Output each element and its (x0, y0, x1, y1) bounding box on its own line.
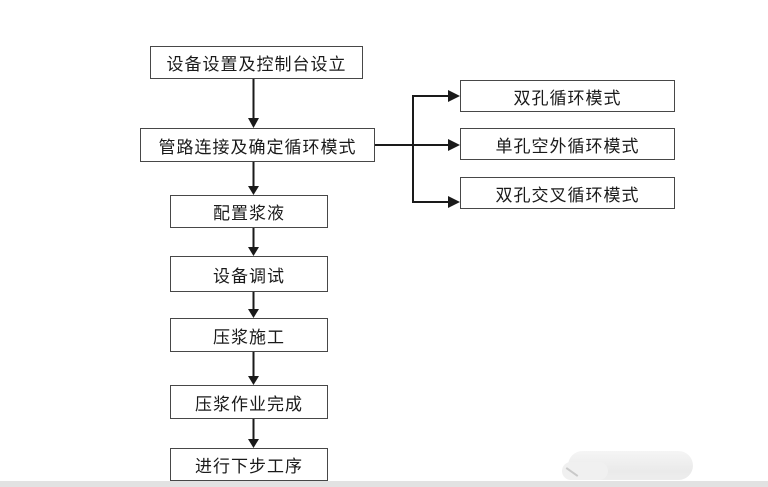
bottom-gray-band (0, 481, 768, 487)
flow-step-grouting-complete: 压浆作业完成 (170, 385, 328, 419)
mode-box-double-hole-circulation: 双孔循环模式 (460, 80, 675, 112)
arrow-branch-to-mode3 (412, 196, 460, 208)
mode-box-single-hole-outside-circulation: 单孔空外循环模式 (460, 128, 675, 160)
arrow-grouting-to-complete (248, 352, 259, 385)
watermark-smudge-small (562, 462, 608, 480)
flow-step-grouting-construction: 压浆施工 (170, 318, 328, 352)
arrow-slurry-to-debug (248, 228, 259, 256)
arrow-complete-to-next (248, 419, 259, 448)
flow-step-equipment-console-setup: 设备设置及控制台设立 (150, 46, 363, 79)
arrow-setup-to-piping (248, 79, 259, 128)
flow-step-equipment-debugging: 设备调试 (170, 256, 328, 292)
flow-step-prepare-slurry: 配置浆液 (170, 195, 328, 228)
arrow-piping-to-slurry (248, 162, 259, 195)
arrow-branch-to-mode2 (413, 139, 460, 151)
flow-step-next-procedure: 进行下步工序 (170, 448, 328, 481)
arrow-debug-to-grouting (248, 292, 259, 318)
flow-step-pipe-connection-circulation-mode: 管路连接及确定循环模式 (140, 128, 375, 162)
mode-box-double-hole-cross-circulation: 双孔交叉循环模式 (460, 177, 675, 209)
arrow-branch-to-mode1 (412, 90, 460, 102)
branch-trunk-line (375, 95, 414, 203)
